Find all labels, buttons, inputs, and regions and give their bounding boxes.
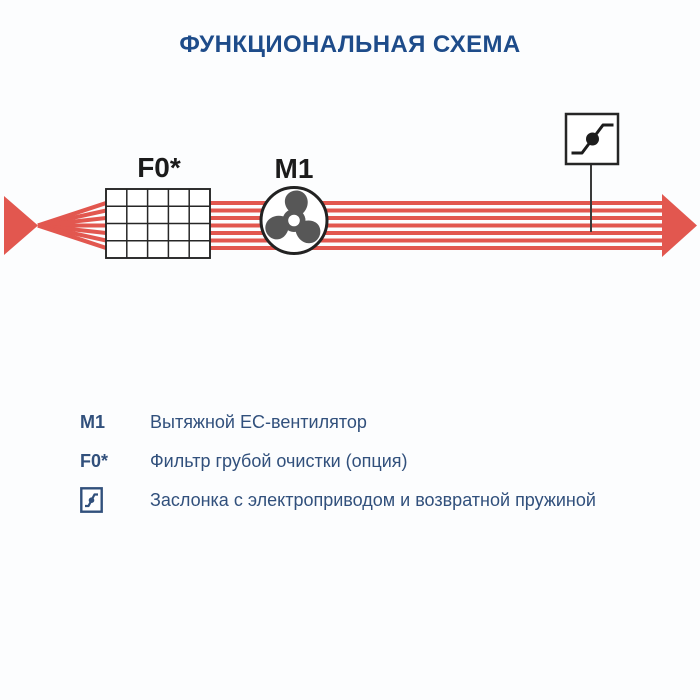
legend-key-f0: F0* (80, 450, 109, 471)
filter-grid-symbol: F0* (105, 152, 211, 259)
filter-label: F0* (137, 152, 181, 183)
fan-blades-icon (265, 190, 321, 244)
damper-symbol (564, 112, 620, 232)
fan-symbol: М1 (259, 153, 329, 255)
airflow-outlet-arrow (662, 194, 697, 257)
fan-label: М1 (275, 153, 314, 184)
legend-desc-fan: Вытяжной ЕС-вентилятор (150, 411, 367, 432)
damper-icon (80, 487, 103, 513)
legend: М1 Вытяжной ЕС-вентилятор F0* Фильтр гру… (80, 409, 660, 526)
legend-key-m1: М1 (80, 411, 106, 432)
legend-row-filter: F0* Фильтр грубой очистки (опция) (80, 448, 660, 474)
legend-row-fan: М1 Вытяжной ЕС-вентилятор (80, 409, 660, 435)
legend-row-damper: Заслонка с электроприводом и возвратной … (80, 487, 660, 513)
airflow-inlet-arrow (4, 196, 38, 255)
legend-desc-filter: Фильтр грубой очистки (опция) (150, 450, 408, 471)
legend-key-damper (80, 487, 150, 513)
filter-grid-cells (106, 189, 210, 258)
page-title: ФУНКЦИОНАЛЬНАЯ СХЕМА (179, 31, 521, 58)
legend-desc-damper: Заслонка с электроприводом и возвратной … (150, 489, 596, 510)
